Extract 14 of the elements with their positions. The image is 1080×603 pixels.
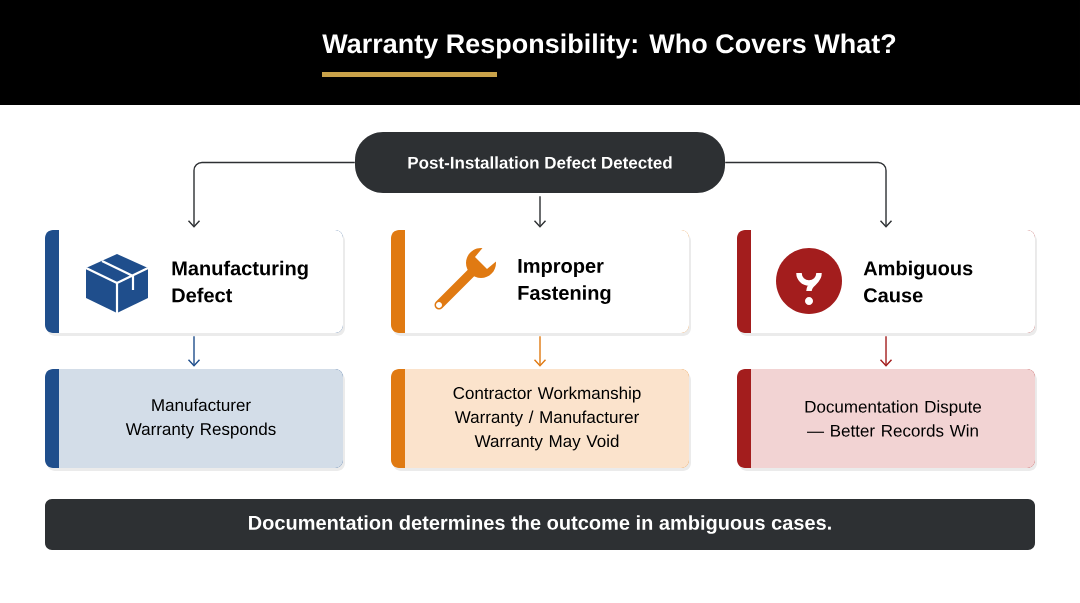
category-card: Manufacturing Defect <box>45 230 345 336</box>
title: Warranty Responsibility: Who Covers What? <box>322 33 896 59</box>
outcome-card: Contractor Workmanship Warranty / Manufacturer Warranty May Void <box>391 369 691 471</box>
outcome-card: Documentation Dispute — Better Records Win <box>737 369 1037 471</box>
arrow <box>724 161 893 228</box>
summary-banner: Documentation determines the outcome in ambiguous cases. <box>45 499 1035 550</box>
arrow <box>533 335 547 367</box>
arrow <box>187 161 356 228</box>
arrow <box>187 335 201 367</box>
outcome-card: Manufacturer Warranty Responds <box>45 369 345 471</box>
arrow <box>879 335 893 367</box>
arrow <box>533 195 547 228</box>
category-card: Improper Fastening <box>391 230 691 336</box>
start-pill: Post-Installation Defect Detected <box>355 132 725 193</box>
